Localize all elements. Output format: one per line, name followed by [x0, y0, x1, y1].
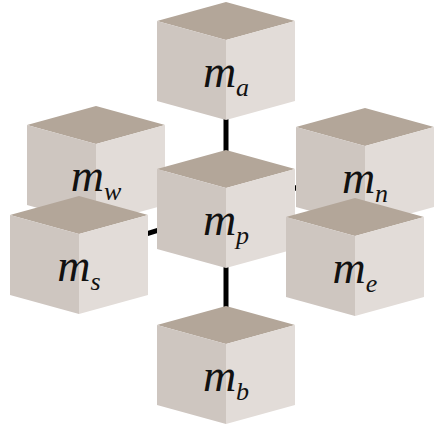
mass-cube: me	[286, 198, 424, 316]
mass-label: me	[333, 245, 378, 297]
mass-cube: mp	[157, 150, 295, 268]
mass-label: ms	[57, 243, 100, 295]
mass-label: mb	[203, 353, 249, 405]
mass-cube: ma	[157, 2, 295, 120]
cube-right	[226, 325, 295, 424]
mass-label: mp	[203, 197, 249, 249]
mass-cube: mb	[157, 306, 295, 424]
cube-right	[226, 21, 295, 120]
cube-right	[226, 169, 295, 268]
mass-label: mn	[342, 155, 388, 207]
mass-label: ma	[203, 49, 249, 101]
mass-cube: ms	[10, 196, 148, 314]
